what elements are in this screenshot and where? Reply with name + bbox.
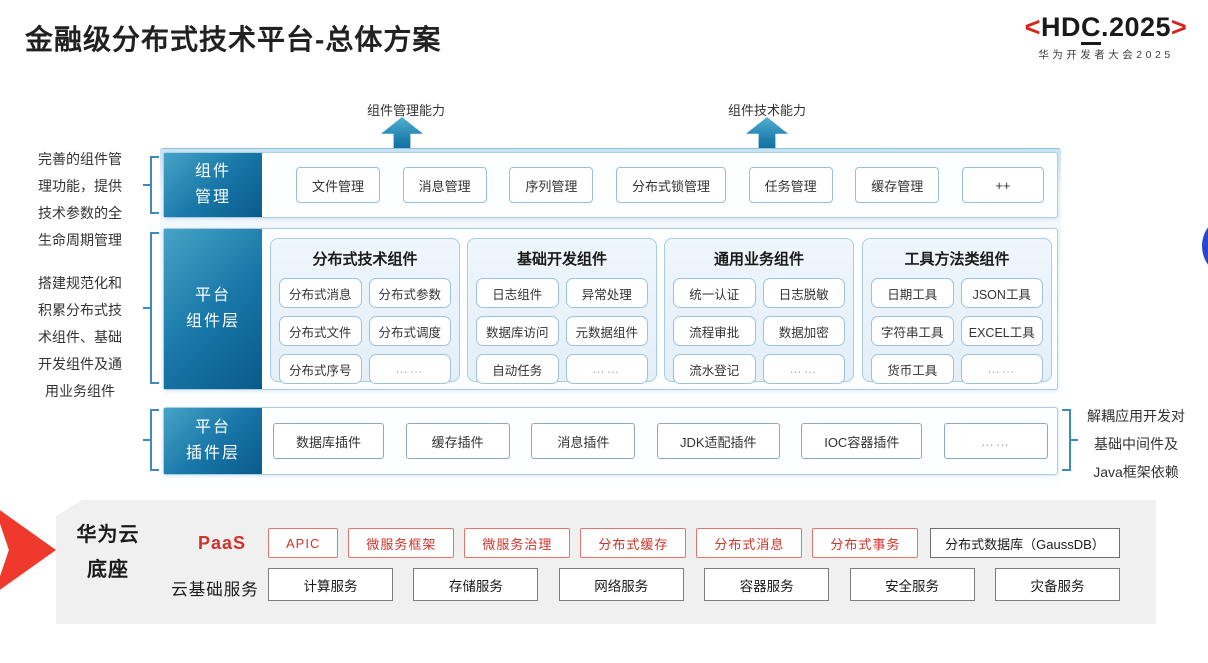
cloud-service-box: 容器服务	[704, 568, 830, 601]
mgmt-capability-label: 组件管理能力	[366, 103, 445, 118]
cloud-service-box: 网络服务	[558, 568, 684, 601]
component-box: 日志脱敏	[762, 278, 845, 308]
component-box: 货币工具	[871, 354, 954, 384]
left-bracket-row1	[143, 156, 159, 214]
component-box-more: ……	[565, 354, 648, 384]
cloud-service-box: 存储服务	[413, 568, 539, 601]
component-box: 字符串工具	[871, 316, 954, 346]
page-title: 金融级分布式技术平台-总体方案	[25, 24, 442, 55]
left-bracket-row3	[143, 409, 159, 471]
hdc-logo-text: <HDC.2025>	[1006, 12, 1206, 45]
huawei-cloud-foundation-panel	[56, 500, 1156, 624]
component-box-more: ……	[762, 354, 845, 384]
component-box-more: ……	[960, 354, 1043, 384]
note-platform-components: 搭建规范化和 积累分布式技 术组件、基础 开发组件及通 用业务组件	[38, 275, 122, 399]
component-box: 流程审批	[673, 316, 756, 346]
blue-circle-decoration	[1202, 214, 1208, 278]
component-box: 分布式消息	[279, 278, 362, 308]
component-box: 分布式调度	[368, 316, 451, 346]
logo-right-bracket-icon: >	[1171, 12, 1188, 42]
cloud-service-box: 灾备服务	[994, 568, 1120, 601]
platform-plugin-items: 数据库插件 缓存插件 消息插件 JDK适配插件 IOC容器插件 ……	[273, 407, 1048, 475]
component-box: 数据加密	[762, 316, 845, 346]
component-box: 数据库访问	[476, 316, 559, 346]
cloud-services-label: 云基础服务	[171, 581, 259, 599]
component-box: 缓存管理	[855, 167, 940, 203]
note-decouple: 解耦应用开发对 基础中间件及 Java框架依赖	[1087, 408, 1185, 480]
component-box: JSON工具	[960, 278, 1043, 308]
paas-items: APIC 微服务框架 微服务治理 分布式缓存 分布式消息 分布式事务 分布式数据…	[268, 528, 1120, 558]
hdc-logo: <HDC.2025> 华为开发者大会2025	[1006, 12, 1206, 62]
component-box: 流水登记	[673, 354, 756, 384]
logo-left-bracket-icon: <	[1024, 12, 1041, 42]
component-box-more: ……	[368, 354, 451, 384]
component-box: ++	[961, 167, 1044, 203]
logo-year: .2025	[1100, 12, 1172, 42]
component-box: 分布式序号	[279, 354, 362, 384]
note-component-mgmt: 完善的组件管 理功能，提供 技术参数的全 生命周期管理	[38, 151, 122, 248]
component-box: 分布式锁管理	[615, 167, 726, 203]
group-basic-dev: 基础开发组件 日志组件 异常处理 数据库访问 元数据组件 自动任务 ……	[467, 238, 657, 384]
paas-box: 分布式事务	[812, 528, 919, 558]
logo-c-underlined: C	[1080, 12, 1101, 45]
component-box: 日期工具	[871, 278, 954, 308]
layer-label-platform-plugins: 平台 插件层	[164, 408, 262, 474]
plugin-box: 缓存插件	[405, 423, 510, 459]
component-box: 序列管理	[509, 167, 594, 203]
component-mgmt-items: 文件管理 消息管理 序列管理 分布式锁管理 任务管理 缓存管理 ++	[296, 152, 1044, 218]
plugin-box: JDK适配插件	[656, 423, 780, 459]
paas-box: 微服务治理	[464, 528, 571, 558]
plugin-box: IOC容器插件	[801, 423, 923, 459]
component-box: 日志组件	[476, 278, 559, 308]
foundation-label: 华为云 底座	[76, 524, 140, 581]
layer-label-component-mgmt: 组件 管理	[164, 153, 262, 217]
right-bracket-row3	[1062, 409, 1078, 471]
component-box: 自动任务	[476, 354, 559, 384]
component-box: 异常处理	[565, 278, 648, 308]
component-box: 分布式参数	[368, 278, 451, 308]
component-box: 统一认证	[673, 278, 756, 308]
group-tool-methods: 工具方法类组件 日期工具 JSON工具 字符串工具 EXCEL工具 货币工具 ……	[862, 238, 1052, 384]
paas-box: 分布式消息	[696, 528, 803, 558]
plugin-box-more: ……	[943, 423, 1048, 459]
logo-hd: HD	[1040, 12, 1081, 42]
group-distributed-tech: 分布式技术组件 分布式消息 分布式参数 分布式文件 分布式调度 分布式序号 ……	[270, 238, 460, 384]
component-box: 消息管理	[402, 167, 487, 203]
tech-capability-label: 组件技术能力	[727, 103, 806, 118]
cloud-service-box: 计算服务	[268, 568, 393, 601]
plugin-box: 数据库插件	[273, 423, 385, 459]
component-box: EXCEL工具	[960, 316, 1043, 346]
hdc-logo-subtitle: 华为开发者大会2025	[1038, 49, 1174, 61]
cloud-service-box: 安全服务	[849, 568, 975, 601]
left-bracket-row2	[143, 232, 159, 384]
component-box: 分布式文件	[279, 316, 362, 346]
paas-box: 微服务框架	[348, 528, 455, 558]
paas-label: PaaS	[197, 533, 247, 553]
component-box: 任务管理	[748, 167, 833, 203]
component-box: 文件管理	[296, 167, 381, 203]
group-common-business: 通用业务组件 统一认证 日志脱敏 流程审批 数据加密 流水登记 ……	[664, 238, 854, 384]
red-arrow-icon	[0, 506, 56, 594]
paas-box: APIC	[268, 528, 339, 558]
plugin-box: 消息插件	[531, 423, 636, 459]
component-box: 元数据组件	[565, 316, 648, 346]
layer-label-platform-components: 平台 组件层	[164, 229, 262, 389]
cloud-service-items: 计算服务 存储服务 网络服务 容器服务 安全服务 灾备服务	[268, 568, 1120, 601]
paas-box: 分布式缓存	[580, 528, 687, 558]
gaussdb-box: 分布式数据库（GaussDB）	[930, 528, 1120, 558]
